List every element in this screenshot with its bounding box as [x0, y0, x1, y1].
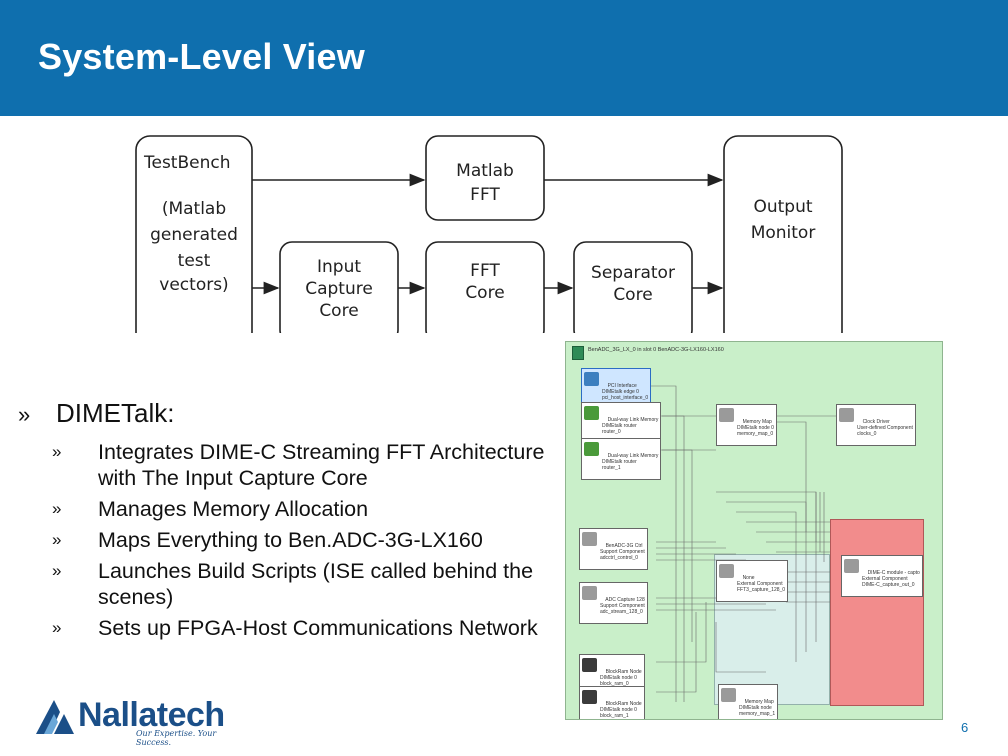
sub-bullet: » Launches Build Scripts (ISE called beh… [52, 558, 558, 610]
input-capture-line: Core [319, 301, 358, 321]
testbench-line: (Matlab [162, 199, 226, 219]
sub-bullet: » Integrates DIME-C Streaming FFT Archit… [52, 439, 558, 491]
pci-chip-icon [584, 372, 599, 386]
input-capture-line: Input [317, 257, 361, 277]
component-label: None External Component FFT3_capture_128… [737, 575, 786, 593]
fft-core-box [425, 241, 545, 333]
testbench-line: generated [150, 225, 238, 245]
external-component-icon [719, 564, 734, 578]
component-label: DIME-C module - capto External Component… [862, 570, 920, 588]
component-label: Dual-way Link Memory DIMEtalk router rou… [602, 453, 659, 471]
sub-bullet: » Manages Memory Allocation [52, 496, 558, 522]
output-monitor-line: Monitor [751, 223, 816, 243]
sub-bullet-text: Maps Everything to Ben.ADC-3G-LX160 [98, 528, 483, 552]
router-icon [584, 442, 599, 456]
logo-wordmark: Nallatech [78, 696, 225, 734]
adc-capture-component[interactable]: ADC Capture 128 Support Component adc_st… [579, 582, 648, 624]
sub-bullet-text: Manages Memory Allocation [98, 497, 369, 521]
memory-icon [719, 408, 734, 422]
component-label: PCI Interface DIMEtalk edge 0 pci_host_i… [602, 383, 649, 401]
separator-line: Core [613, 285, 652, 305]
bullet-heading: » DIMETalk: [18, 398, 558, 429]
router-component[interactable]: Dual-way Link Memory DIMEtalk router rou… [581, 402, 662, 444]
memory-icon [721, 688, 736, 702]
ram-icon [582, 690, 597, 704]
board-label: BenADC_3G_LX_0 in slot 0 BenADC-3G-LX160… [588, 347, 724, 353]
fft-capture-component[interactable]: None External Component FFT3_capture_128… [716, 560, 789, 602]
dime-c-icon [844, 559, 859, 573]
adc-icon [582, 532, 597, 546]
nallatech-logo-icon [36, 700, 74, 734]
separator-box [573, 241, 693, 333]
page-number: 6 [961, 720, 969, 735]
dimetalk-screenshot: BenADC_3G_LX_0 in slot 0 BenADC-3G-LX160… [565, 341, 943, 720]
adc-control-component[interactable]: BenADC-3G Ctrl Support Component adcctrl… [579, 528, 648, 570]
input-capture-line: Capture [305, 279, 373, 299]
slide-header: System-Level View [0, 0, 1008, 116]
dime-c-component[interactable]: DIME-C module - capto External Component… [841, 555, 923, 597]
testbench-title: TestBench [143, 153, 231, 173]
sub-bullet-text: Sets up FPGA-Host Communications Network [98, 616, 538, 640]
memory-map-component[interactable]: Memory Map DIMEtalk node memory_map_1 [718, 684, 779, 719]
router-component[interactable]: Dual-way Link Memory DIMEtalk router rou… [581, 438, 662, 480]
component-label: BlockRam Node DIMEtalk node 0 block_ram_… [600, 669, 642, 687]
component-label: BlockRam Node DIMEtalk node 0 block_ram_… [600, 701, 642, 719]
separator-line: Separator [591, 263, 675, 283]
fft-core-line: FFT [470, 261, 500, 281]
component-label: Dual-way Link Memory DIMEtalk router rou… [602, 417, 659, 435]
fft-core-line: Core [465, 283, 504, 303]
matlab-fft-line: FFT [470, 185, 500, 205]
input-capture-box [279, 241, 399, 333]
component-label: Memory Map DIMEtalk node memory_map_1 [739, 699, 776, 717]
chevron-bullet-icon: » [52, 561, 62, 580]
adc-icon [582, 586, 597, 600]
component-label: BenADC-3G Ctrl Support Component adcctrl… [600, 543, 645, 561]
memory-map-component[interactable]: Memory Map DIMEtalk node 0 memory_map_0 [716, 404, 777, 446]
sub-bullet: » Sets up FPGA-Host Communications Netwo… [52, 615, 558, 641]
component-label: Memory Map DIMEtalk node 0 memory_map_0 [737, 419, 774, 437]
clock-driver-component[interactable]: Clock Driver User-defined Component cloc… [836, 404, 916, 446]
sub-bullet: » Maps Everything to Ben.ADC-3G-LX160 [52, 527, 558, 553]
dime-c-region [830, 519, 924, 706]
testbench-line: vectors) [159, 275, 228, 295]
sub-bullet-text: Integrates DIME-C Streaming FFT Architec… [98, 440, 545, 490]
matlab-fft-line: Matlab [456, 161, 514, 181]
bullet-heading-text: DIMETalk: [56, 398, 175, 428]
chevron-bullet-icon: » [52, 530, 62, 549]
component-label: ADC Capture 128 Support Component adc_st… [600, 597, 645, 615]
ram-icon [582, 658, 597, 672]
chevron-bullet-icon: » [52, 442, 62, 461]
router-icon [584, 406, 599, 420]
system-block-diagram: TestBench (Matlab generated test vectors… [135, 135, 843, 333]
testbench-box [135, 135, 253, 333]
chevron-bullet-icon: » [52, 618, 62, 637]
matlab-fft-box [425, 135, 545, 221]
output-monitor-box [723, 135, 843, 333]
bullet-list: » DIMETalk: » Integrates DIME-C Streamin… [18, 398, 558, 646]
connection-wires [650, 385, 836, 702]
logo-tagline: Our Expertise. Your Success. [136, 729, 217, 747]
testbench-line: test [178, 251, 211, 271]
clock-icon [839, 408, 854, 422]
chevron-bullet-icon: » [18, 402, 31, 427]
board-icon [572, 346, 584, 360]
sub-bullet-text: Launches Build Scripts (ISE called behin… [98, 559, 534, 609]
component-label: Clock Driver User-defined Component cloc… [857, 419, 913, 437]
block-ram-component[interactable]: BlockRam Node DIMEtalk node 0 block_ram_… [579, 686, 645, 719]
chevron-bullet-icon: » [52, 499, 62, 518]
output-monitor-line: Output [753, 197, 812, 217]
nallatech-logo: Nallatech Our Expertise. Your Success. [34, 696, 234, 748]
slide-title: System-Level View [38, 36, 365, 77]
